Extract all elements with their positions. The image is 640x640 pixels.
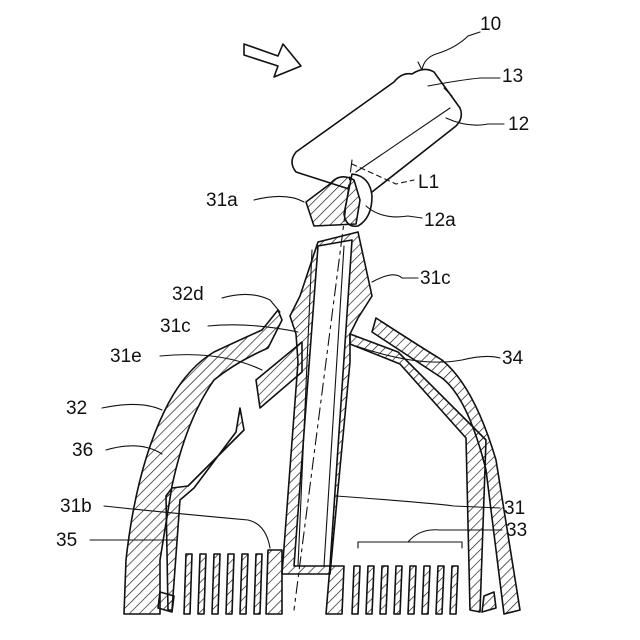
label-31c-upper: 31c [420, 268, 451, 289]
label-31: 31 [504, 498, 525, 519]
label-31b: 31b [60, 496, 92, 517]
label-32: 32 [66, 398, 87, 419]
label-33: 33 [506, 520, 527, 541]
label-35: 35 [56, 530, 77, 551]
label-31e: 31e [110, 346, 142, 367]
label-34: 34 [502, 348, 524, 369]
rod-head [306, 177, 360, 226]
label-12a: 12a [424, 210, 456, 231]
label-36: 36 [72, 440, 93, 461]
label-31a: 31a [206, 190, 238, 211]
label-32d: 32d [172, 284, 204, 305]
hollow-arrow-icon [244, 44, 301, 77]
label-31c-lower: 31c [160, 316, 191, 337]
label-13: 13 [502, 66, 523, 87]
label-12: 12 [508, 114, 529, 135]
label-L1: L1 [418, 172, 439, 193]
label-10: 10 [480, 14, 501, 35]
